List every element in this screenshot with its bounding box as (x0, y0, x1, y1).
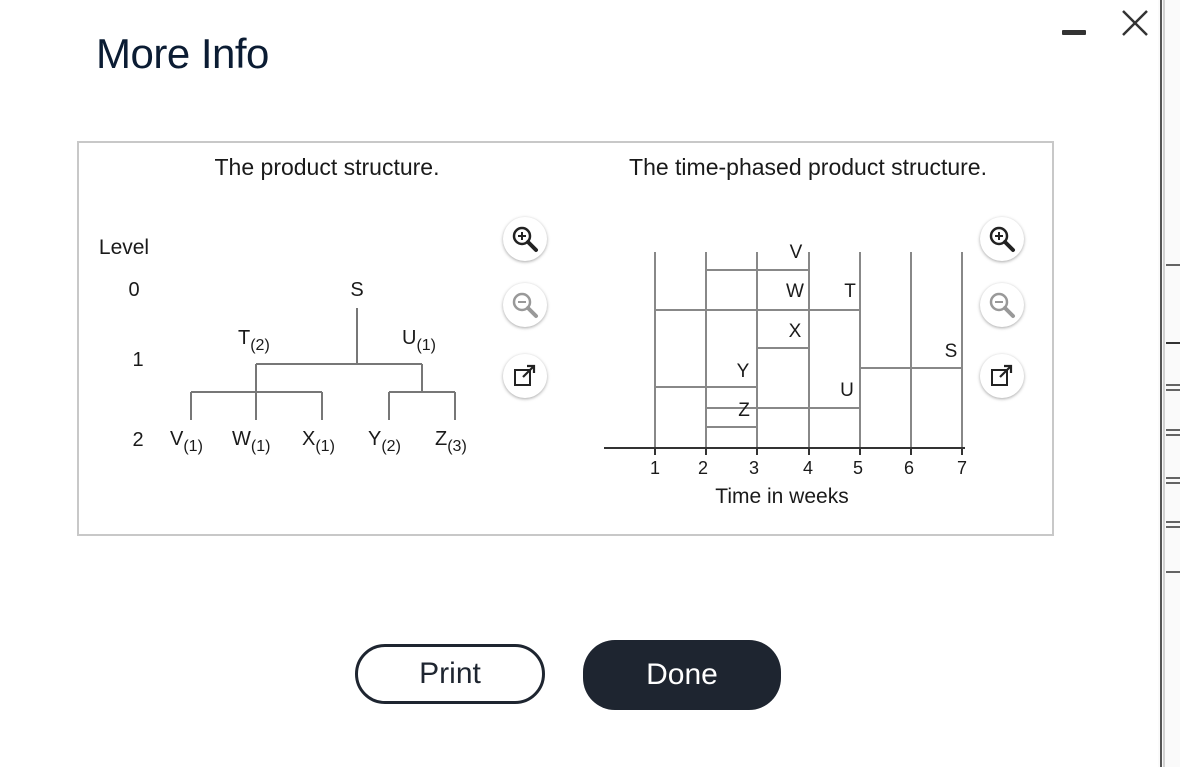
done-button[interactable]: Done (583, 640, 781, 710)
week-tick-3: 3 (749, 458, 759, 478)
external-link-icon[interactable] (503, 354, 547, 398)
node-W: W(1) (232, 428, 270, 455)
bar-label-V: V (790, 242, 803, 263)
product-structure-title: The product structure. (215, 154, 440, 180)
week-tick-2: 2 (698, 458, 708, 478)
level-2-label: 2 (132, 429, 143, 451)
week-gridlines (654, 252, 963, 448)
external-link-icon[interactable] (980, 354, 1024, 398)
bar-label-W: W (786, 281, 804, 302)
week-tick-4: 4 (803, 458, 813, 478)
bar-label-Y: Y (737, 361, 750, 382)
node-T: T(2) (238, 327, 270, 354)
week-tick-7: 7 (957, 458, 967, 478)
node-U: U(1) (402, 327, 436, 354)
figure-svg: The product structure. Level 0 1 2 S T(2… (99, 154, 987, 508)
print-button[interactable]: Print (355, 644, 545, 704)
zoom-out-icon[interactable] (980, 283, 1024, 327)
bar-label-Z: Z (738, 400, 750, 421)
time-phased-title: The time-phased product structure. (629, 154, 987, 180)
window-controls (1062, 8, 1150, 38)
node-Y: Y(2) (368, 428, 401, 455)
dialog-title: More Info (96, 30, 269, 77)
zoom-in-icon[interactable] (980, 217, 1024, 261)
lead-time-bars (655, 269, 962, 428)
close-icon[interactable] (1120, 8, 1150, 38)
level-1-label: 1 (132, 349, 143, 371)
time-axis-ticks (654, 448, 963, 455)
level-0-label: 0 (128, 279, 139, 301)
figure-container: The product structure. Level 0 1 2 S T(2… (77, 141, 1054, 536)
background-window-fragment (1160, 0, 1180, 767)
week-tick-1: 1 (650, 458, 660, 478)
node-V: V(1) (170, 428, 203, 455)
bar-label-U: U (840, 380, 854, 401)
node-X: X(1) (302, 428, 335, 455)
background-window-edge (1158, 0, 1180, 767)
zoom-in-icon[interactable] (503, 217, 547, 261)
product-tree-lines (190, 308, 456, 420)
week-tick-6: 6 (904, 458, 914, 478)
week-tick-5: 5 (853, 458, 863, 478)
zoom-out-icon[interactable] (503, 283, 547, 327)
bar-label-S: S (945, 341, 958, 362)
node-Z: Z(3) (435, 428, 467, 455)
minimize-icon[interactable] (1062, 8, 1086, 38)
bar-label-T: T (844, 281, 856, 302)
time-axis-label: Time in weeks (715, 485, 848, 508)
node-S: S (350, 279, 363, 301)
bar-label-X: X (789, 321, 802, 342)
level-header: Level (99, 236, 149, 259)
